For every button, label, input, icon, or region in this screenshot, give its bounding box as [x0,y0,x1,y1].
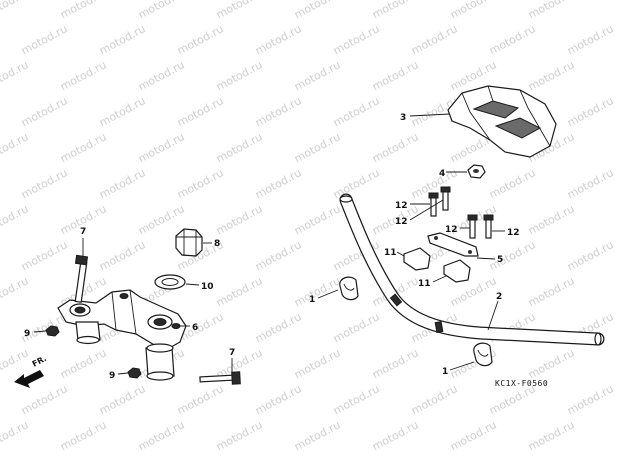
callout-12d: 12 [507,228,520,238]
callout-1a: 1 [309,295,315,305]
callout-7b: 7 [229,348,235,358]
front-direction-label: FR. [31,354,48,369]
callout-12b: 12 [395,217,408,227]
steering-stem-nut-part[interactable] [175,228,203,257]
holder-bolt-part[interactable] [428,186,494,239]
callout-numbers: 3 4 12 12 12 12 5 11 11 1 2 1 8 10 6 7 7… [24,113,520,381]
washer-part[interactable] [154,274,186,290]
callout-11a: 11 [384,248,397,258]
handlebar-part[interactable] [339,193,605,346]
callout-12c: 12 [445,225,458,235]
callout-3: 3 [400,113,406,123]
small-nut-part[interactable] [45,325,142,379]
callout-2: 2 [496,292,502,302]
pinch-bolt-part[interactable] [74,254,241,385]
callout-10: 10 [201,282,214,292]
callout-1b: 1 [442,367,448,377]
upper-holder-part[interactable] [403,247,471,283]
callout-11b: 11 [418,279,431,289]
callout-6: 6 [192,323,198,333]
callout-7a: 7 [80,227,86,237]
callout-12a: 12 [395,201,408,211]
handlebar-cover-part[interactable] [447,85,557,158]
cover-nut-part[interactable] [467,164,486,179]
leader-lines [33,113,505,375]
callout-5: 5 [497,255,503,265]
callout-4: 4 [439,169,445,179]
diagram-code: KC1X-F0560 [495,379,548,388]
callout-9a: 9 [24,329,30,339]
callout-8: 8 [214,239,220,249]
holder-plate-part[interactable] [427,232,479,257]
top-bridge-part[interactable] [57,289,187,381]
wire-clip-part[interactable] [339,276,493,367]
callout-9b: 9 [109,371,115,381]
front-direction-arrow-icon: FR. [14,354,48,388]
